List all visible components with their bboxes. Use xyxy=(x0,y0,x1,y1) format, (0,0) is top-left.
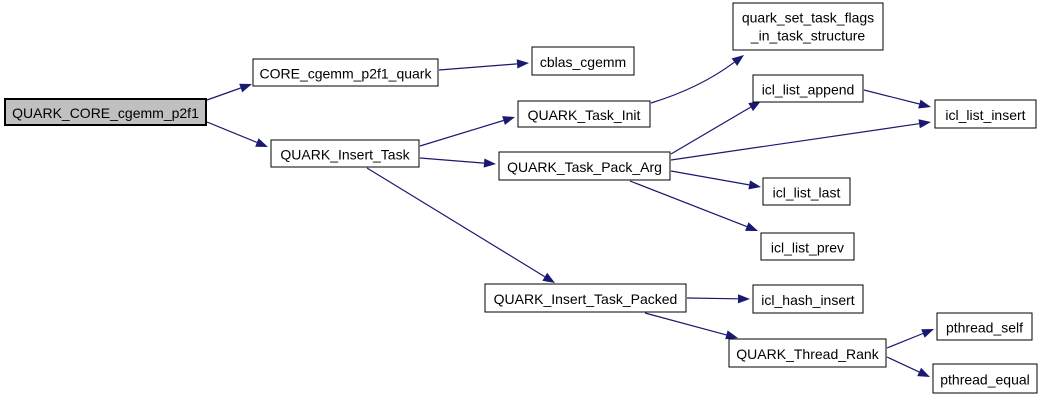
arrowhead-icon xyxy=(918,99,931,109)
node-label: icl_list_last xyxy=(773,185,841,201)
arrowhead-icon xyxy=(725,330,738,340)
node-quark-insert-task[interactable]: QUARK_Insert_Task xyxy=(270,139,420,168)
edge-line xyxy=(886,356,920,373)
edge-quark-insert-task-packed-to-quark-thread-rank xyxy=(644,312,738,340)
edge-quark-core-cgemm-p2f1-to-core-cgemm-p2f1-quark xyxy=(206,83,252,101)
edge-quark-core-cgemm-p2f1-to-quark-insert-task xyxy=(206,121,268,147)
edge-quark-thread-rank-to-pthread-self xyxy=(886,329,934,349)
node-box[interactable] xyxy=(498,151,671,181)
node-label: cblas_cgemm xyxy=(540,54,626,70)
node-label: QUARK_Task_Init xyxy=(528,107,641,123)
edge-quark-insert-task-to-quark-insert-task-packed xyxy=(366,167,555,283)
node-pthread-self[interactable]: pthread_self xyxy=(936,312,1033,341)
arrowhead-icon xyxy=(917,367,930,377)
edge-line xyxy=(886,332,924,349)
arrowhead-icon xyxy=(731,55,744,66)
node-box[interactable] xyxy=(484,283,687,313)
edge-line xyxy=(206,121,258,143)
node-label: QUARK_Task_Pack_Arg xyxy=(507,159,662,175)
arrowhead-icon xyxy=(748,101,761,112)
arrowhead-icon xyxy=(483,158,496,168)
arrowhead-icon xyxy=(745,222,758,231)
node-label: quark_set_task_flags _in_task_structure xyxy=(742,10,874,44)
edge-line xyxy=(366,167,546,278)
node-box[interactable] xyxy=(252,58,439,87)
node-label: QUARK_CORE_cgemm_p2f1 xyxy=(12,105,199,121)
node-icl-list-append[interactable]: icl_list_append xyxy=(752,74,864,103)
node-label: QUARK_Insert_Task xyxy=(280,147,410,163)
node-label: icl_hash_insert xyxy=(761,292,854,308)
node-quark-task-init[interactable]: QUARK_Task_Init xyxy=(517,100,651,128)
edge-core-cgemm-p2f1-quark-to-cblas-cgemm xyxy=(438,59,529,71)
edge-quark-insert-task-to-quark-task-pack-arg xyxy=(419,157,496,168)
node-box[interactable] xyxy=(934,99,1037,129)
edge-icl-list-append-to-icl-list-insert xyxy=(863,89,931,109)
edge-line xyxy=(650,61,735,104)
node-label: pthread_equal xyxy=(940,372,1030,388)
node-box[interactable] xyxy=(517,100,651,128)
node-label: CORE_cgemm_p2f1_quark xyxy=(260,66,433,82)
node-icl-list-prev[interactable]: icl_list_prev xyxy=(760,232,855,261)
node-box[interactable] xyxy=(762,177,851,206)
edge-quark-task-pack-arg-to-icl-list-last xyxy=(670,170,761,190)
node-box[interactable] xyxy=(936,312,1033,341)
edge-quark-insert-task-to-quark-task-init xyxy=(419,116,515,147)
edge-quark-insert-task-packed-to-icl-hash-insert xyxy=(686,294,750,304)
node-icl-list-last[interactable]: icl_list_last xyxy=(762,177,851,206)
node-label-line: quark_set_task_flags xyxy=(742,10,874,26)
node-pthread-equal[interactable]: pthread_equal xyxy=(932,363,1038,394)
edge-line xyxy=(863,89,920,105)
edge-line xyxy=(686,297,739,300)
node-core-cgemm-p2f1-quark[interactable]: CORE_cgemm_p2f1_quark xyxy=(252,58,439,87)
node-label: QUARK_Thread_Rank xyxy=(736,346,879,362)
arrowhead-icon xyxy=(748,180,761,190)
node-box[interactable] xyxy=(270,139,420,168)
node-box[interactable] xyxy=(728,338,887,368)
arrowhead-icon xyxy=(239,83,252,93)
node-quark-insert-task-packed[interactable]: QUARK_Insert_Task_Packed xyxy=(484,283,687,313)
node-cblas-cgemm[interactable]: cblas_cgemm xyxy=(531,46,635,76)
node-quark-thread-rank[interactable]: QUARK_Thread_Rank xyxy=(728,338,887,368)
node-quark-set-task-flags-in-task-structure[interactable]: quark_set_task_flags _in_task_structure xyxy=(732,2,884,51)
node-icl-hash-insert[interactable]: icl_hash_insert xyxy=(752,284,864,314)
arrowhead-icon xyxy=(502,116,515,125)
edge-line xyxy=(419,157,485,164)
node-box[interactable] xyxy=(752,74,864,103)
node-label: icl_list_append xyxy=(762,82,855,98)
node-label: QUARK_Insert_Task_Packed xyxy=(494,291,678,307)
edge-line xyxy=(670,170,750,186)
edge-quark-thread-rank-to-pthread-equal xyxy=(886,356,930,377)
arrowhead-icon xyxy=(516,59,529,69)
arrowhead-icon xyxy=(255,138,268,147)
edge-quark-task-pack-arg-to-icl-list-insert xyxy=(670,119,931,161)
edge-line xyxy=(644,312,727,336)
arrowhead-icon xyxy=(737,294,750,304)
edge-quark-task-pack-arg-to-icl-list-append xyxy=(670,101,761,155)
node-quark-task-pack-arg[interactable]: QUARK_Task_Pack_Arg xyxy=(498,151,671,181)
node-icl-list-insert[interactable]: icl_list_insert xyxy=(934,99,1037,129)
edge-line xyxy=(206,87,241,101)
node-box[interactable] xyxy=(932,363,1038,394)
edge-quark-task-init-to-quark-set-task-flags-in-task-structure xyxy=(650,55,744,104)
node-quark-core-cgemm-p2f1: QUARK_CORE_cgemm_p2f1 xyxy=(4,98,207,126)
node-box[interactable] xyxy=(531,46,635,76)
arrowhead-icon xyxy=(918,119,931,129)
node-box[interactable] xyxy=(732,2,884,51)
arrowhead-icon xyxy=(542,272,555,283)
root-node-box xyxy=(4,98,207,126)
edge-line xyxy=(438,63,518,71)
edge-line xyxy=(629,180,748,228)
node-label-line: _in_task_structure xyxy=(750,28,866,44)
arrowhead-icon xyxy=(921,329,934,338)
edge-quark-task-pack-arg-to-icl-list-prev xyxy=(629,180,758,231)
node-label: pthread_self xyxy=(946,320,1023,336)
edge-line xyxy=(670,106,752,155)
node-box[interactable] xyxy=(752,284,864,314)
edge-line xyxy=(670,123,920,161)
node-label: icl_list_prev xyxy=(771,240,844,256)
node-box[interactable] xyxy=(760,232,855,261)
edge-line xyxy=(419,119,504,147)
node-label: icl_list_insert xyxy=(945,107,1025,123)
